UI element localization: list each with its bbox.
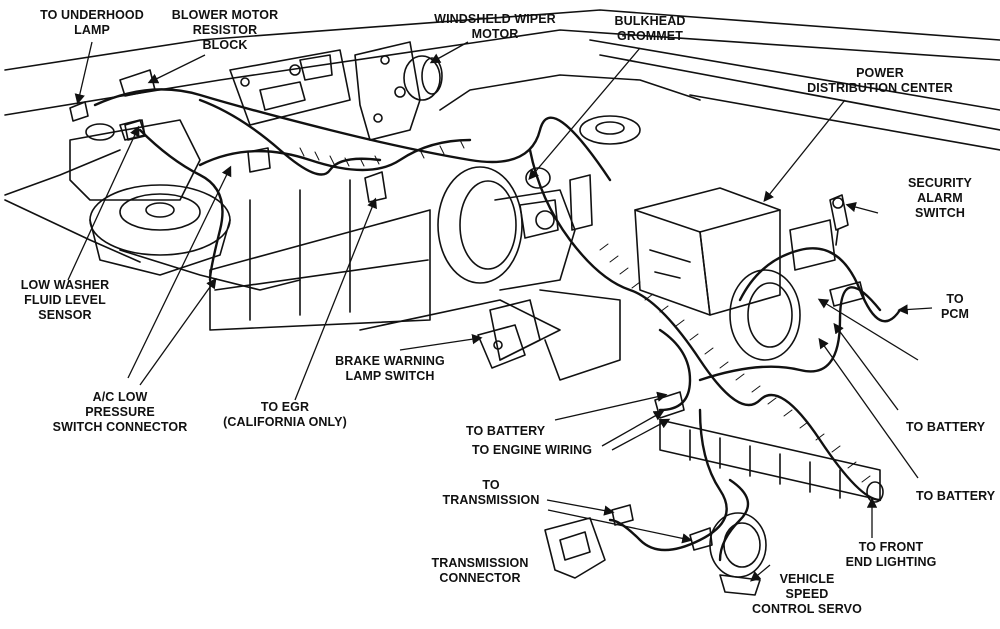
lower-structure [659, 419, 884, 503]
label-line: TRANSMISSION [431, 556, 529, 570]
label-blower-motor: BLOWER MOTOR RESISTOR BLOCK [170, 8, 280, 53]
harness-ribs [299, 139, 871, 483]
blower-block [229, 49, 351, 126]
label-line: SWITCH CONNECTOR [52, 420, 188, 434]
label-line: BRAKE WARNING [335, 354, 445, 368]
label-line: TO BATTERY [466, 424, 546, 438]
label-transmission: TO TRANSMISSION [436, 478, 546, 508]
label-line: ALARM [917, 191, 963, 205]
label-line: BLOWER MOTOR [171, 8, 279, 22]
label-line: SPEED [785, 587, 829, 601]
label-line: TO ENGINE WIRING [472, 443, 593, 457]
label-line: BLOCK [202, 38, 248, 52]
label-bulkhead: BULKHEAD GROMMET [600, 14, 700, 44]
label-line: BULKHEAD [614, 14, 686, 28]
label-battery-right2: TO BATTERY [916, 489, 1000, 504]
label-engine-wiring: TO ENGINE WIRING [472, 443, 612, 458]
label-line: POWER [856, 66, 904, 80]
label-security: SECURITY ALARM SWITCH [900, 176, 980, 221]
label-front-lighting: TO FRONT END LIGHTING [836, 540, 946, 570]
connectors [69, 69, 865, 551]
leader-lines [67, 41, 933, 582]
label-line: SENSOR [38, 308, 92, 322]
power-distribution-center [634, 187, 836, 316]
label-battery-mid: TO BATTERY [466, 424, 576, 439]
label-egr: TO EGR (CALIFORNIA ONLY) [210, 400, 360, 430]
label-line: PCM [940, 307, 970, 321]
label-line: SWITCH [915, 206, 965, 220]
brake-booster [437, 166, 621, 381]
label-line: DISTRIBUTION CENTER [807, 81, 953, 95]
wiper-motor [354, 41, 443, 141]
label-line: TO FRONT [858, 540, 924, 554]
label-line: PRESSURE [85, 405, 155, 419]
label-wiper-motor: WINDSHELD WIPER MOTOR [420, 12, 570, 42]
label-line: LAMP [74, 23, 110, 37]
label-line: CONNECTOR [439, 571, 521, 585]
label-line: TO EGR [260, 400, 310, 414]
label-line: MOTOR [471, 27, 519, 41]
label-line: SECURITY [907, 176, 972, 190]
label-line: A/C LOW [92, 390, 148, 404]
label-line: TO [482, 478, 500, 492]
strut-tower [89, 184, 231, 276]
label-speed-servo: VEHICLE SPEED CONTROL SERVO [742, 572, 872, 617]
label-line: RESISTOR [192, 23, 258, 37]
brake-switch [477, 324, 526, 369]
label-line: GROMMET [617, 29, 683, 43]
label-line: LOW WASHER [20, 278, 110, 292]
label-battery-right1: TO BATTERY [906, 420, 996, 435]
label-line: VEHICLE [779, 572, 835, 586]
security-switch [829, 194, 849, 246]
label-underhood-lamp: TO UNDERHOOD LAMP [22, 8, 162, 38]
label-line: CONTROL SERVO [752, 602, 862, 616]
label-ac-switch: A/C LOW PRESSURE SWITCH CONNECTOR [40, 390, 200, 435]
label-line: TO UNDERHOOD [40, 8, 144, 22]
label-line: (CALIFORNIA ONLY) [223, 415, 347, 429]
label-line: LAMP SWITCH [345, 369, 435, 383]
label-to-pcm: TO PCM [930, 292, 980, 322]
label-line: FLUID LEVEL [24, 293, 106, 307]
transmission-connector [544, 517, 606, 579]
label-washer: LOW WASHER FLUID LEVEL SENSOR [10, 278, 120, 323]
label-line: TO BATTERY [916, 489, 996, 503]
label-line: TRANSMISSION [442, 493, 540, 507]
label-line: END LIGHTING [845, 555, 937, 569]
label-brake: BRAKE WARNING LAMP SWITCH [325, 354, 455, 384]
label-line: TO BATTERY [906, 420, 986, 434]
body-panels [4, 9, 1000, 291]
relay-drum [729, 269, 801, 361]
label-pdc: POWER DISTRIBUTION CENTER [790, 66, 970, 96]
label-line: TO [946, 292, 964, 306]
label-trans-connector: TRANSMISSION CONNECTOR [422, 556, 538, 586]
label-line: WINDSHELD WIPER [434, 12, 556, 26]
